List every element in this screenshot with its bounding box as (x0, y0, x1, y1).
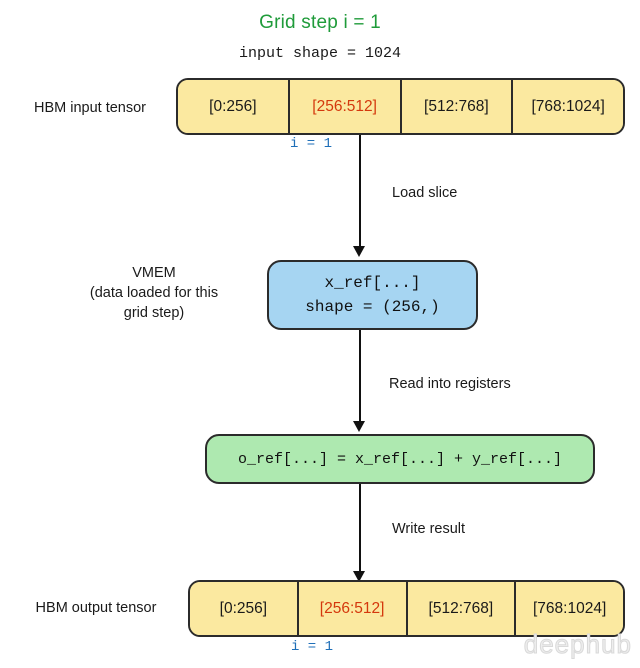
input-cell-0[interactable]: [0:256] (178, 80, 290, 133)
hbm-input-tensor-label: HBM input tensor (33, 100, 147, 116)
arrow-read-registers-head (353, 421, 365, 432)
hbm-output-tensor: [0:256] [256:512] [512:768] [768:1024] (188, 580, 625, 637)
arrow-load-slice-line (359, 135, 361, 248)
vmem-label: VMEM (data loaded for this grid step) (48, 263, 260, 323)
vmem-box-line2: shape = (256,) (305, 298, 440, 316)
output-cell-3[interactable]: [768:1024] (516, 582, 623, 635)
input-cell-3[interactable]: [768:1024] (513, 80, 623, 133)
arrow-read-registers-line (359, 330, 361, 423)
edge-label-read-into-registers: Read into registers (389, 376, 511, 392)
input-cell-1[interactable]: [256:512] (289, 80, 402, 133)
input-cell-2[interactable]: [512:768] (401, 80, 514, 133)
page-title: Grid step i = 1 (259, 12, 381, 33)
vmem-label-line3: grid step) (123, 305, 185, 321)
vmem-label-line1: VMEM (132, 265, 176, 281)
output-cell-2[interactable]: [512:768] (407, 582, 517, 635)
hbm-input-tensor: [0:256] [256:512] [512:768] [768:1024] (176, 78, 625, 135)
hbm-output-tensor-label: HBM output tensor (35, 600, 157, 616)
vmem-box[interactable]: x_ref[...] shape = (256,) (267, 260, 478, 330)
compute-expression: o_ref[...] = x_ref[...] + y_ref[...] (237, 450, 563, 468)
arrow-write-result-line (359, 484, 361, 573)
input-shape-subtitle: input shape = 1024 (238, 45, 402, 62)
arrow-write-result-head (353, 571, 365, 582)
output-cell-1[interactable]: [256:512] (298, 582, 408, 635)
compute-box[interactable]: o_ref[...] = x_ref[...] + y_ref[...] (205, 434, 595, 484)
deephub-watermark: deephub (523, 629, 632, 660)
vmem-label-line2: (data loaded for this (89, 285, 219, 301)
arrow-load-slice-head (353, 246, 365, 257)
output-cell-0[interactable]: [0:256] (190, 582, 299, 635)
vmem-box-line1: x_ref[...] (324, 274, 421, 292)
edge-label-load-slice: Load slice (392, 185, 458, 201)
edge-label-write-result: Write result (392, 521, 466, 537)
input-index-label: i = 1 (290, 136, 333, 152)
output-index-label: i = 1 (291, 639, 334, 655)
